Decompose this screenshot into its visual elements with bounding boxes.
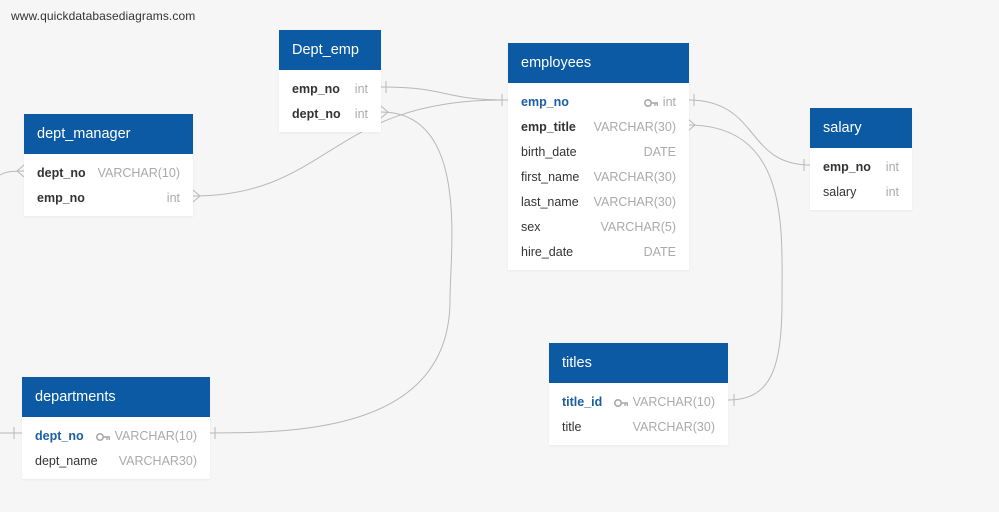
field-type: VARCHAR(10) <box>632 395 715 409</box>
field-type: int <box>354 82 368 96</box>
field-type: int <box>662 95 676 109</box>
link-deptmanager-left <box>0 170 25 176</box>
field-type: VARCHAR(30) <box>593 120 676 134</box>
field-row[interactable]: emp_no int <box>810 155 912 180</box>
link-deptemp-employees <box>380 86 509 101</box>
table-header[interactable]: dept_manager <box>24 114 193 154</box>
field-name: birth_date <box>521 145 577 159</box>
field-name: emp_title <box>521 120 576 134</box>
field-name: emp_no <box>823 160 871 174</box>
field-row[interactable]: emp_no int <box>279 77 381 102</box>
field-name: emp_no <box>521 95 569 109</box>
field-row[interactable]: dept_no int <box>279 102 381 127</box>
field-row[interactable]: dept_no VARCHAR(10) <box>22 424 210 449</box>
table-dept-manager[interactable]: dept_manager dept_no VARCHAR(10) emp_no … <box>24 114 193 216</box>
link-employees-titles <box>687 124 783 401</box>
key-icon <box>95 432 110 441</box>
watermark: www.quickdatabasediagrams.com <box>11 9 196 23</box>
table-header[interactable]: titles <box>549 343 728 383</box>
field-name: emp_no <box>37 191 85 205</box>
field-name: dept_no <box>35 429 84 443</box>
field-type: VARCHAR(10) <box>114 429 197 443</box>
field-name: first_name <box>521 170 580 184</box>
field-row[interactable]: birth_date DATE <box>508 140 689 165</box>
field-name: salary <box>823 185 857 199</box>
field-type: DATE <box>643 145 676 159</box>
link-deptemp-departments <box>209 111 453 434</box>
field-row[interactable]: sex VARCHAR(5) <box>508 215 689 240</box>
field-name: title <box>562 420 582 434</box>
field-name: dept_name <box>35 454 98 468</box>
key-icon <box>643 98 658 107</box>
field-type: VARCHAR(30) <box>593 170 676 184</box>
field-row[interactable]: emp_title VARCHAR(30) <box>508 115 689 140</box>
table-header[interactable]: departments <box>22 377 210 417</box>
field-name: title_id <box>562 395 603 409</box>
field-row[interactable]: hire_date DATE <box>508 240 689 265</box>
table-header[interactable]: Dept_emp <box>279 30 381 70</box>
field-row[interactable]: first_name VARCHAR(30) <box>508 165 689 190</box>
field-type: VARCHAR(5) <box>600 220 676 234</box>
table-salary[interactable]: salary emp_no int salary int <box>810 108 912 210</box>
field-row[interactable]: dept_no VARCHAR(10) <box>24 161 193 186</box>
table-header[interactable]: salary <box>810 108 912 148</box>
field-name: dept_no <box>37 166 86 180</box>
table-departments[interactable]: departments dept_no VARCHAR(10) dept_nam… <box>22 377 210 479</box>
field-type: int <box>354 107 368 121</box>
link-deptmanager-employees <box>192 99 503 197</box>
field-name: dept_no <box>292 107 341 121</box>
field-row[interactable]: emp_no int <box>508 90 689 115</box>
field-row[interactable]: title VARCHAR(30) <box>549 415 728 440</box>
field-type: int <box>885 160 899 174</box>
field-row[interactable]: dept_name VARCHAR30) <box>22 449 210 474</box>
table-dept-emp[interactable]: Dept_emp emp_no int dept_no int <box>279 30 381 132</box>
field-name: last_name <box>521 195 579 209</box>
field-type: DATE <box>643 245 676 259</box>
table-header[interactable]: employees <box>508 43 689 83</box>
field-name: emp_no <box>292 82 340 96</box>
field-row[interactable]: salary int <box>810 180 912 205</box>
link-employees-salary <box>687 99 811 166</box>
field-row[interactable]: last_name VARCHAR(30) <box>508 190 689 215</box>
field-type: VARCHAR30) <box>118 454 197 468</box>
field-row[interactable]: title_id VARCHAR(10) <box>549 390 728 415</box>
table-titles[interactable]: titles title_id VARCHAR(10) title VARCHA… <box>549 343 728 445</box>
field-name: sex <box>521 220 541 234</box>
field-type: VARCHAR(30) <box>593 195 676 209</box>
field-type: int <box>885 185 899 199</box>
table-employees[interactable]: employees emp_no int emp_title VARCHAR(3… <box>508 43 689 270</box>
key-icon <box>613 398 628 407</box>
field-type: int <box>166 191 180 205</box>
field-name: hire_date <box>521 245 574 259</box>
field-type: VARCHAR(10) <box>97 166 180 180</box>
field-type: VARCHAR(30) <box>632 420 715 434</box>
field-row[interactable]: emp_no int <box>24 186 193 211</box>
